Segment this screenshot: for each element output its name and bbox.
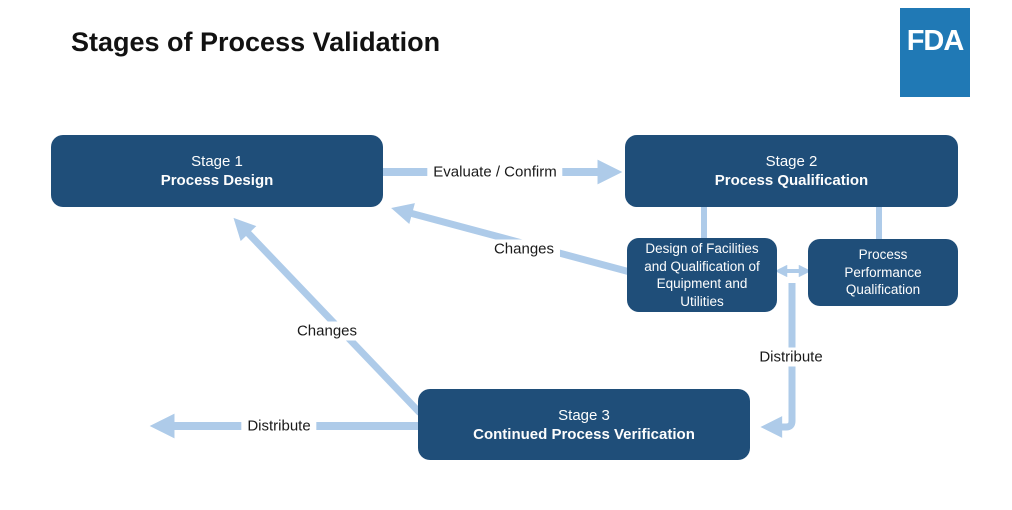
- edge-label-changes-upper: Changes: [487, 239, 561, 259]
- node-design-of-facilities: Design of Facilities and Qualification o…: [627, 238, 777, 312]
- process-performance-title: Process Performance Qualification: [844, 247, 922, 298]
- edge-label-distribute-left: Distribute: [241, 416, 317, 436]
- edge-label-evaluate-confirm: Evaluate / Confirm: [427, 162, 563, 182]
- stage3-label: Stage 3: [558, 406, 610, 424]
- node-process-performance-qualification: Process Performance Qualification: [808, 239, 958, 306]
- stage3-title: Continued Process Verification: [473, 425, 695, 443]
- node-stage1-process-design: Stage 1 Process Design: [51, 135, 383, 207]
- node-stage2-process-qualification: Stage 2 Process Qualification: [625, 135, 958, 207]
- page-title: Stages of Process Validation: [71, 27, 441, 57]
- arrow-distribute-to-stage3: [760, 283, 796, 438]
- node-stage3-continued-process-verification: Stage 3 Continued Process Verification: [418, 389, 750, 460]
- fda-logo-text: FDA: [906, 25, 965, 57]
- stage1-title: Process Design: [160, 172, 274, 189]
- stage2-label: Stage 2: [765, 153, 818, 170]
- stage2-title: Process Qualification: [714, 172, 869, 189]
- fda-logo: FDA: [900, 8, 970, 97]
- design-facilities-title: Design of Facilities and Qualification o…: [644, 241, 760, 309]
- edge-label-distribute-down: Distribute: [753, 347, 829, 367]
- edge-label-changes-lower: Changes: [290, 321, 364, 341]
- stage1-label: Stage 1: [191, 153, 243, 170]
